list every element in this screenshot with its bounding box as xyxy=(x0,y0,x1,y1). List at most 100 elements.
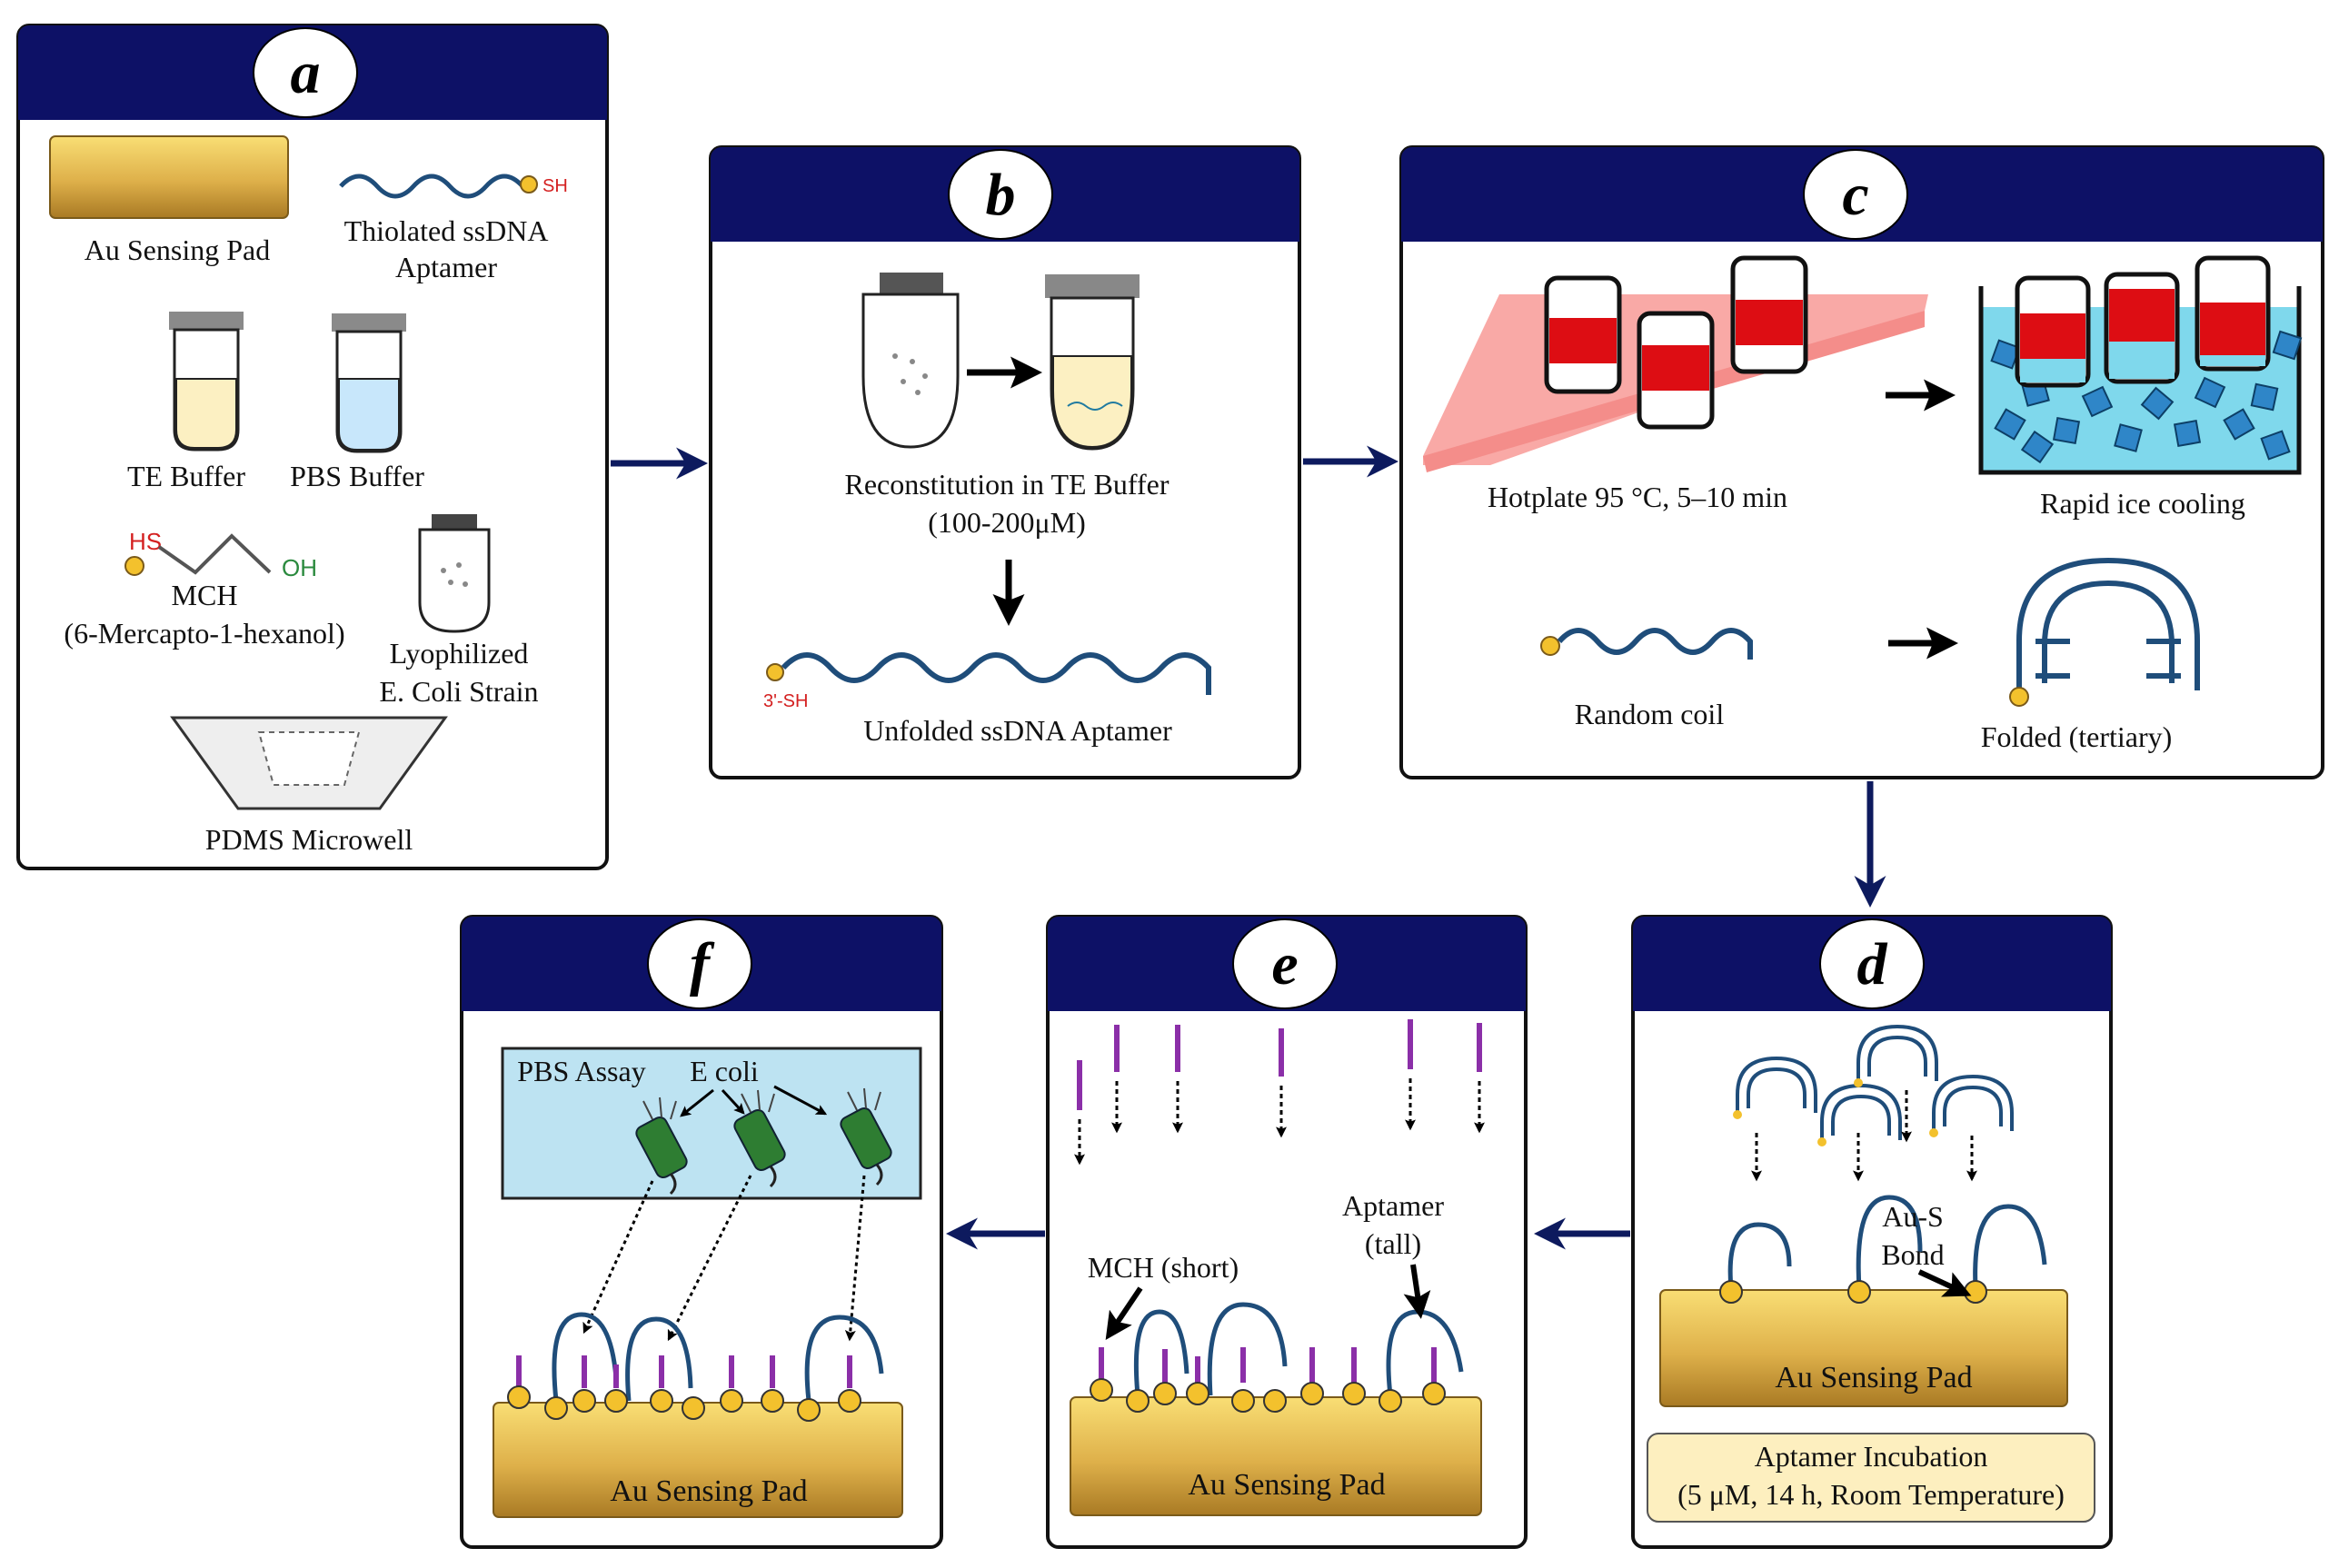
lyophilized-label-line1: Lyophilized xyxy=(390,637,529,670)
ecoli-label: E coli xyxy=(690,1055,759,1087)
pbs-buffer-label: PBS Buffer xyxy=(290,460,424,492)
ecoli-pointers xyxy=(680,1085,828,1117)
mch-label-line1: MCH xyxy=(172,579,238,611)
pbs-vial-cap xyxy=(332,313,406,332)
incubation-line2: (5 μM, 14 h, Room Temperature) xyxy=(1677,1478,2065,1511)
bacterium-1 xyxy=(635,1097,688,1196)
oh-label: OH xyxy=(282,554,317,581)
cooled-tube-2 xyxy=(2104,272,2180,384)
cooled-tube-3 xyxy=(2195,255,2271,372)
pad-label-d: Au Sensing Pad xyxy=(1775,1361,1972,1394)
reconstitution-label-line1: Reconstitution in TE Buffer xyxy=(845,468,1170,501)
panel-d-badge xyxy=(1819,918,1925,1009)
ice-label: Rapid ice cooling xyxy=(2040,487,2245,520)
aptamers-on-pad-f xyxy=(552,1312,884,1402)
te-vial-cap xyxy=(169,312,244,330)
panel-e: e xyxy=(1046,915,1528,1549)
panel-c-letter: c xyxy=(1842,162,1868,228)
thiol-dots-f xyxy=(507,1385,861,1422)
lyophilized-vial-icon xyxy=(418,528,491,633)
panel-d: d Au-S Bond Au xyxy=(1631,915,2113,1549)
mch-on-pad-f xyxy=(516,1355,852,1388)
aptamer-tall-line1: Aptamer xyxy=(1342,1189,1444,1222)
sh-label: SH xyxy=(542,176,568,196)
mch-short-label: MCH (short) xyxy=(1088,1251,1239,1284)
lyophilized-vial-before xyxy=(861,293,960,449)
reconstitution-label-line2: (100-200μM) xyxy=(928,506,1086,539)
panel-f: f PBS Assay E coli xyxy=(460,915,943,1549)
heated-tube-2 xyxy=(1637,311,1715,430)
thiol-dot xyxy=(520,175,538,194)
au-pad-label: Au Sensing Pad xyxy=(85,233,270,266)
thiolated-ssdna-icon xyxy=(339,174,524,199)
panel-b: b Reconstitution in TE Buffer (100-200μM… xyxy=(709,145,1301,779)
thiol-dots-e xyxy=(1090,1378,1446,1413)
mch-thiol-dot xyxy=(124,556,144,576)
panel-e-letter: e xyxy=(1271,931,1298,997)
random-coil-thiol xyxy=(1540,636,1560,656)
vial-after-cap xyxy=(1045,274,1140,298)
pad-label-f: Au Sensing Pad xyxy=(610,1474,807,1508)
random-coil-label: Random coil xyxy=(1575,698,1725,730)
hotplate-label: Hotplate 95 °C, 5–10 min xyxy=(1488,481,1787,513)
3-sh-label: 3'-SH xyxy=(763,691,808,711)
immobilized-aptamers xyxy=(1727,1195,2047,1289)
panel-f-badge xyxy=(647,918,752,1009)
bacterium-3 xyxy=(840,1087,892,1186)
lyophilized-vial-cap xyxy=(432,514,477,530)
random-coil-icon xyxy=(1557,628,1753,660)
panel-b-letter: b xyxy=(986,162,1016,228)
ice-bath-container xyxy=(1978,286,2302,475)
folded-thiol xyxy=(2009,687,2029,707)
panel-b-badge xyxy=(948,149,1053,240)
heated-tube-3 xyxy=(1730,255,1808,374)
te-buffer-fill xyxy=(175,378,237,449)
au-s-label-line2: Bond xyxy=(1881,1238,1944,1271)
incubation-note xyxy=(1647,1433,2095,1523)
heated-tube-1 xyxy=(1544,275,1622,394)
te-buffer-label: TE Buffer xyxy=(127,460,245,492)
aptamer-tall-line2: (tall) xyxy=(1365,1227,1421,1260)
pad-label-e: Au Sensing Pad xyxy=(1188,1468,1385,1502)
cooled-tube-1 xyxy=(2015,275,2091,388)
mch-pointer xyxy=(1105,1286,1143,1340)
pbs-buffer-fill xyxy=(338,378,400,451)
panel-c: c Hotplate 95 °C, 5–10 min xyxy=(1399,145,2324,779)
hs-label: HS xyxy=(129,528,162,555)
au-pad-icon xyxy=(49,135,289,219)
dissolved-dna-icon xyxy=(1067,402,1123,411)
ice-cubes xyxy=(1990,330,2303,464)
pbs-assay-label: PBS Assay xyxy=(517,1055,645,1087)
panel-e-badge xyxy=(1232,918,1338,1009)
aptamer-pointer xyxy=(1403,1264,1431,1319)
pdms-label: PDMS Microwell xyxy=(205,823,413,856)
ssdna-label-line1: Thiolated ssDNA xyxy=(344,214,549,247)
incubation-line1: Aptamer Incubation xyxy=(1755,1440,1988,1473)
au-s-bond-dot xyxy=(1964,1280,1987,1304)
bacterium-2 xyxy=(733,1089,786,1188)
unfolded-ssdna-icon xyxy=(781,652,1211,695)
microwell-cavity xyxy=(257,731,361,786)
deposition-arrows xyxy=(1751,1090,1977,1182)
mch-on-pad-e xyxy=(1099,1347,1437,1383)
vial-before-cap xyxy=(880,273,943,294)
mch-molecules-solution xyxy=(1077,1019,1482,1110)
panel-d-letter: d xyxy=(1857,931,1888,997)
panel-a-badge xyxy=(253,27,358,118)
folded-aptamer-icon xyxy=(2016,557,2200,690)
te-buffer-solution xyxy=(1052,355,1132,449)
mch-label-line2: (6-Mercapto-1-hexanol) xyxy=(64,617,344,650)
e-coli-bacteria xyxy=(635,1087,892,1196)
panel-a: a Au Sensing Pad SH Thiolated ssDNA Apta… xyxy=(16,24,609,870)
au-s-label-line1: Au-S xyxy=(1882,1200,1944,1233)
unfolded-label: Unfolded ssDNA Aptamer xyxy=(863,714,1172,747)
ssdna-label-line2: Aptamer xyxy=(395,251,497,283)
lyophilized-label-line2: E. Coli Strain xyxy=(379,675,538,708)
unfolded-thiol-dot xyxy=(766,663,784,681)
binding-paths xyxy=(582,1175,866,1342)
mch-molecule-icon xyxy=(157,533,272,575)
mch-deposition-arrows xyxy=(1074,1078,1485,1166)
panel-c-badge xyxy=(1803,149,1908,240)
au-s-pointer xyxy=(1917,1269,1972,1297)
